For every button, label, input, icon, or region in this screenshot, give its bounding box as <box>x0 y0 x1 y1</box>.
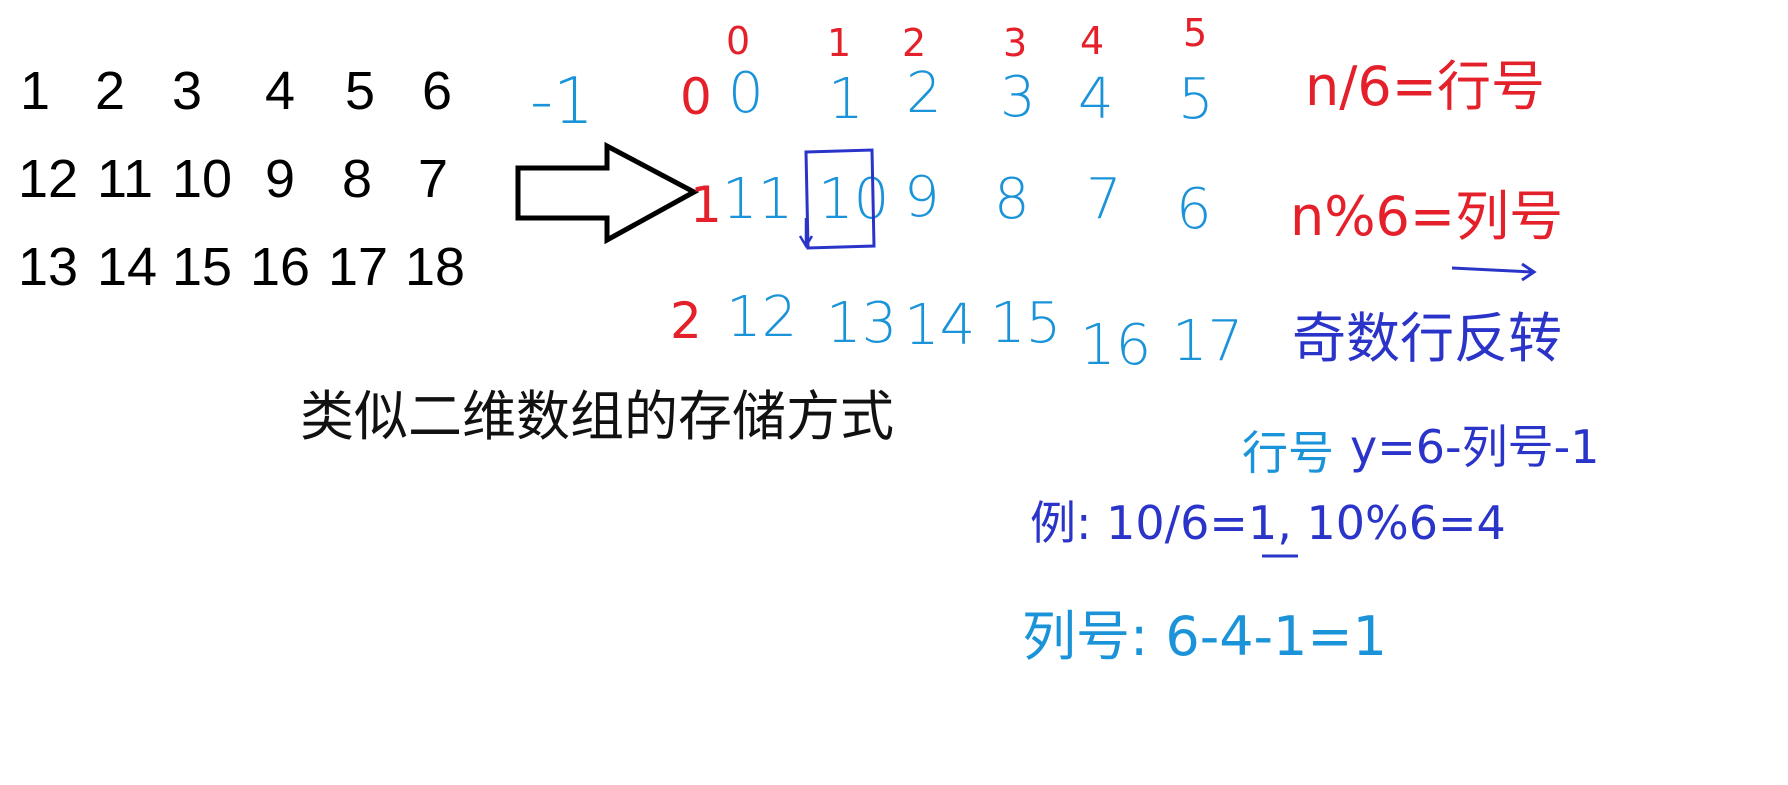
source-cell: 11 <box>97 149 154 209</box>
index-cell: 2 <box>906 61 942 126</box>
odd-row-reverse-note: 奇数行反转 <box>1292 307 1562 370</box>
source-cell: 18 <box>405 237 466 297</box>
source-cell: 10 <box>172 149 233 209</box>
index-cell: 16 <box>1080 313 1152 378</box>
col-index: 2 <box>902 21 927 65</box>
index-cell: 13 <box>826 291 898 356</box>
row-index: 0 <box>680 68 712 126</box>
index-cell: 12 <box>726 285 798 350</box>
source-cell: 17 <box>328 237 389 297</box>
source-cell: 6 <box>422 61 453 121</box>
col-result-note: 列号: 6-4-1=1 <box>1022 605 1388 668</box>
minus-one-label: -1 <box>530 65 594 139</box>
index-cell: 7 <box>1086 167 1122 232</box>
col-index: 5 <box>1183 11 1208 55</box>
col-index: 4 <box>1080 19 1105 63</box>
index-cell-highlighted: 10 <box>818 167 890 232</box>
source-cell: 14 <box>97 237 158 297</box>
index-cell: 14 <box>904 293 976 358</box>
index-cell: 6 <box>1176 177 1212 242</box>
source-cell: 5 <box>345 61 376 121</box>
y-formula-note: y=6-列号-1 <box>1350 420 1600 474</box>
col-index: 1 <box>827 21 852 65</box>
source-cell: 16 <box>250 237 311 297</box>
col-index: 0 <box>726 19 751 63</box>
index-cell: 3 <box>1000 65 1036 130</box>
source-cell: 13 <box>18 237 79 297</box>
index-cell: 0 <box>728 61 764 126</box>
source-cell: 12 <box>18 149 79 209</box>
storage-caption: 类似二维数组的存储方式 <box>300 385 894 448</box>
index-cell: 5 <box>1178 67 1214 132</box>
index-cell: 1 <box>828 67 864 132</box>
col-formula-note: n%6=列号 <box>1290 185 1564 248</box>
row-index: 2 <box>670 292 702 350</box>
index-cell: 11 <box>722 167 794 232</box>
index-cell: 8 <box>994 167 1030 232</box>
index-cell: 9 <box>904 165 940 230</box>
row-formula-note: n/6=行号 <box>1305 55 1546 118</box>
row-index: 1 <box>690 176 722 234</box>
source-cell: 15 <box>172 237 233 297</box>
col-index: 3 <box>1003 21 1028 65</box>
source-cell: 4 <box>265 61 296 121</box>
source-cell: 9 <box>265 149 296 209</box>
source-cell: 8 <box>342 149 373 209</box>
source-cell: 2 <box>95 61 126 121</box>
source-cell: 7 <box>418 149 449 209</box>
example-note: 例: 10/6=1, 10%6=4 <box>1030 496 1506 550</box>
row-label-note: 行号 <box>1242 426 1334 480</box>
index-cell: 17 <box>1172 309 1244 374</box>
index-cell: 4 <box>1078 67 1114 132</box>
index-cell: 15 <box>990 291 1062 356</box>
source-cell: 3 <box>172 61 203 121</box>
source-cell: 1 <box>20 61 51 121</box>
